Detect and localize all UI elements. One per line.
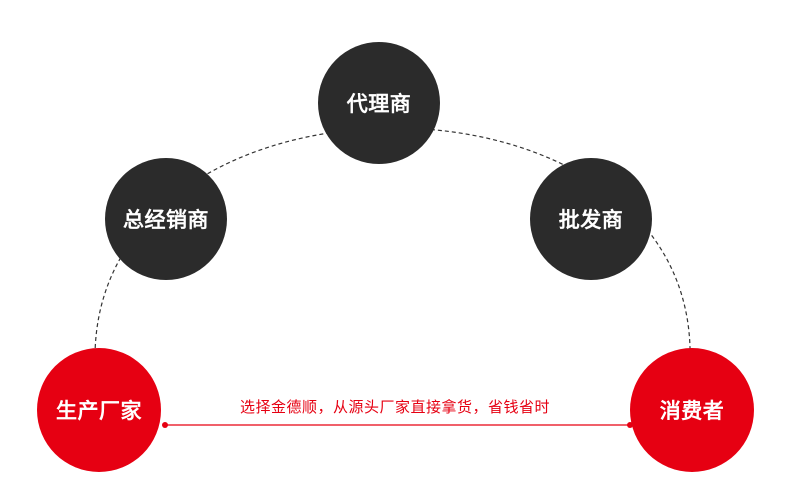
node-general-distributor-label: 总经销商 (123, 208, 209, 232)
node-agent-label: 代理商 (346, 92, 412, 116)
node-consumer: 消费者 (630, 348, 754, 472)
direct-link-start-dot (162, 422, 168, 428)
node-factory-label: 生产厂家 (56, 399, 142, 423)
node-agent: 代理商 (318, 42, 440, 164)
node-factory: 生产厂家 (37, 348, 161, 472)
supply-chain-arc (94, 127, 691, 363)
node-wholesaler: 批发商 (530, 158, 652, 280)
node-wholesaler-label: 批发商 (558, 208, 624, 232)
direct-link-text: 选择金德顺，从源头厂家直接拿货，省钱省时 (239, 398, 550, 416)
node-general-distributor: 总经销商 (105, 158, 227, 280)
node-consumer-label: 消费者 (659, 399, 725, 423)
